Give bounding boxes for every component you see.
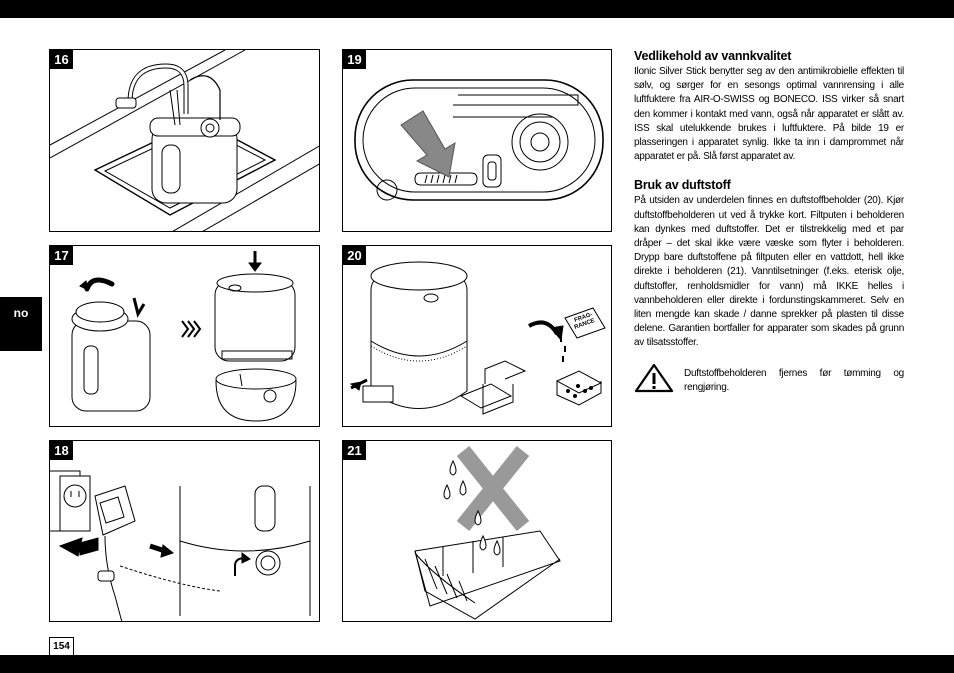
section-heading-water-quality: Vedlikehold av vannkvalitet — [634, 49, 792, 63]
top-bar — [0, 0, 954, 18]
figure-18: 18 — [49, 440, 320, 622]
figure-19: 19 — [342, 49, 612, 232]
language-tab: no — [0, 297, 42, 351]
bottom-bar — [0, 655, 954, 673]
warning-triangle-icon — [634, 363, 674, 393]
figure-number: 16 — [50, 50, 73, 69]
no-liquid-in-container-illustration — [414, 446, 561, 620]
figure-number: 21 — [343, 441, 366, 460]
figure-17: 17 — [49, 245, 320, 427]
warning-note: Duftstoffbeholderen fjernes før tømming … — [634, 363, 904, 395]
section-text-fragrance: På utsiden av underdelen finnes en dufts… — [634, 195, 904, 349]
figure-16: 16 — [49, 49, 320, 232]
fragrance-container-illustration: FRAG- RANCE — [349, 261, 606, 415]
section-text-water-quality: Ilonic Silver Stick benytter seg av den … — [634, 66, 904, 163]
sink-refill-illustration — [50, 50, 319, 231]
page-number: 154 — [49, 637, 74, 655]
section-heading-fragrance: Bruk av duftstoff — [634, 178, 731, 193]
power-plug-illustration — [50, 470, 311, 621]
warning-text: Duftstoffbeholderen fjernes før tømming … — [684, 368, 904, 394]
figure-20: 20 FRAG- RANCE — [342, 245, 612, 427]
figure-21: 21 — [342, 440, 612, 622]
figure-number: 18 — [50, 441, 73, 460]
tank-assembly-illustration — [71, 251, 297, 422]
figure-number: 17 — [50, 246, 73, 265]
figure-number: 19 — [343, 50, 366, 69]
figure-number: 20 — [343, 246, 366, 265]
text-column: Vedlikehold av vannkvalitet Ilonic Silve… — [634, 49, 904, 351]
silver-stick-placement-illustration — [354, 79, 604, 201]
